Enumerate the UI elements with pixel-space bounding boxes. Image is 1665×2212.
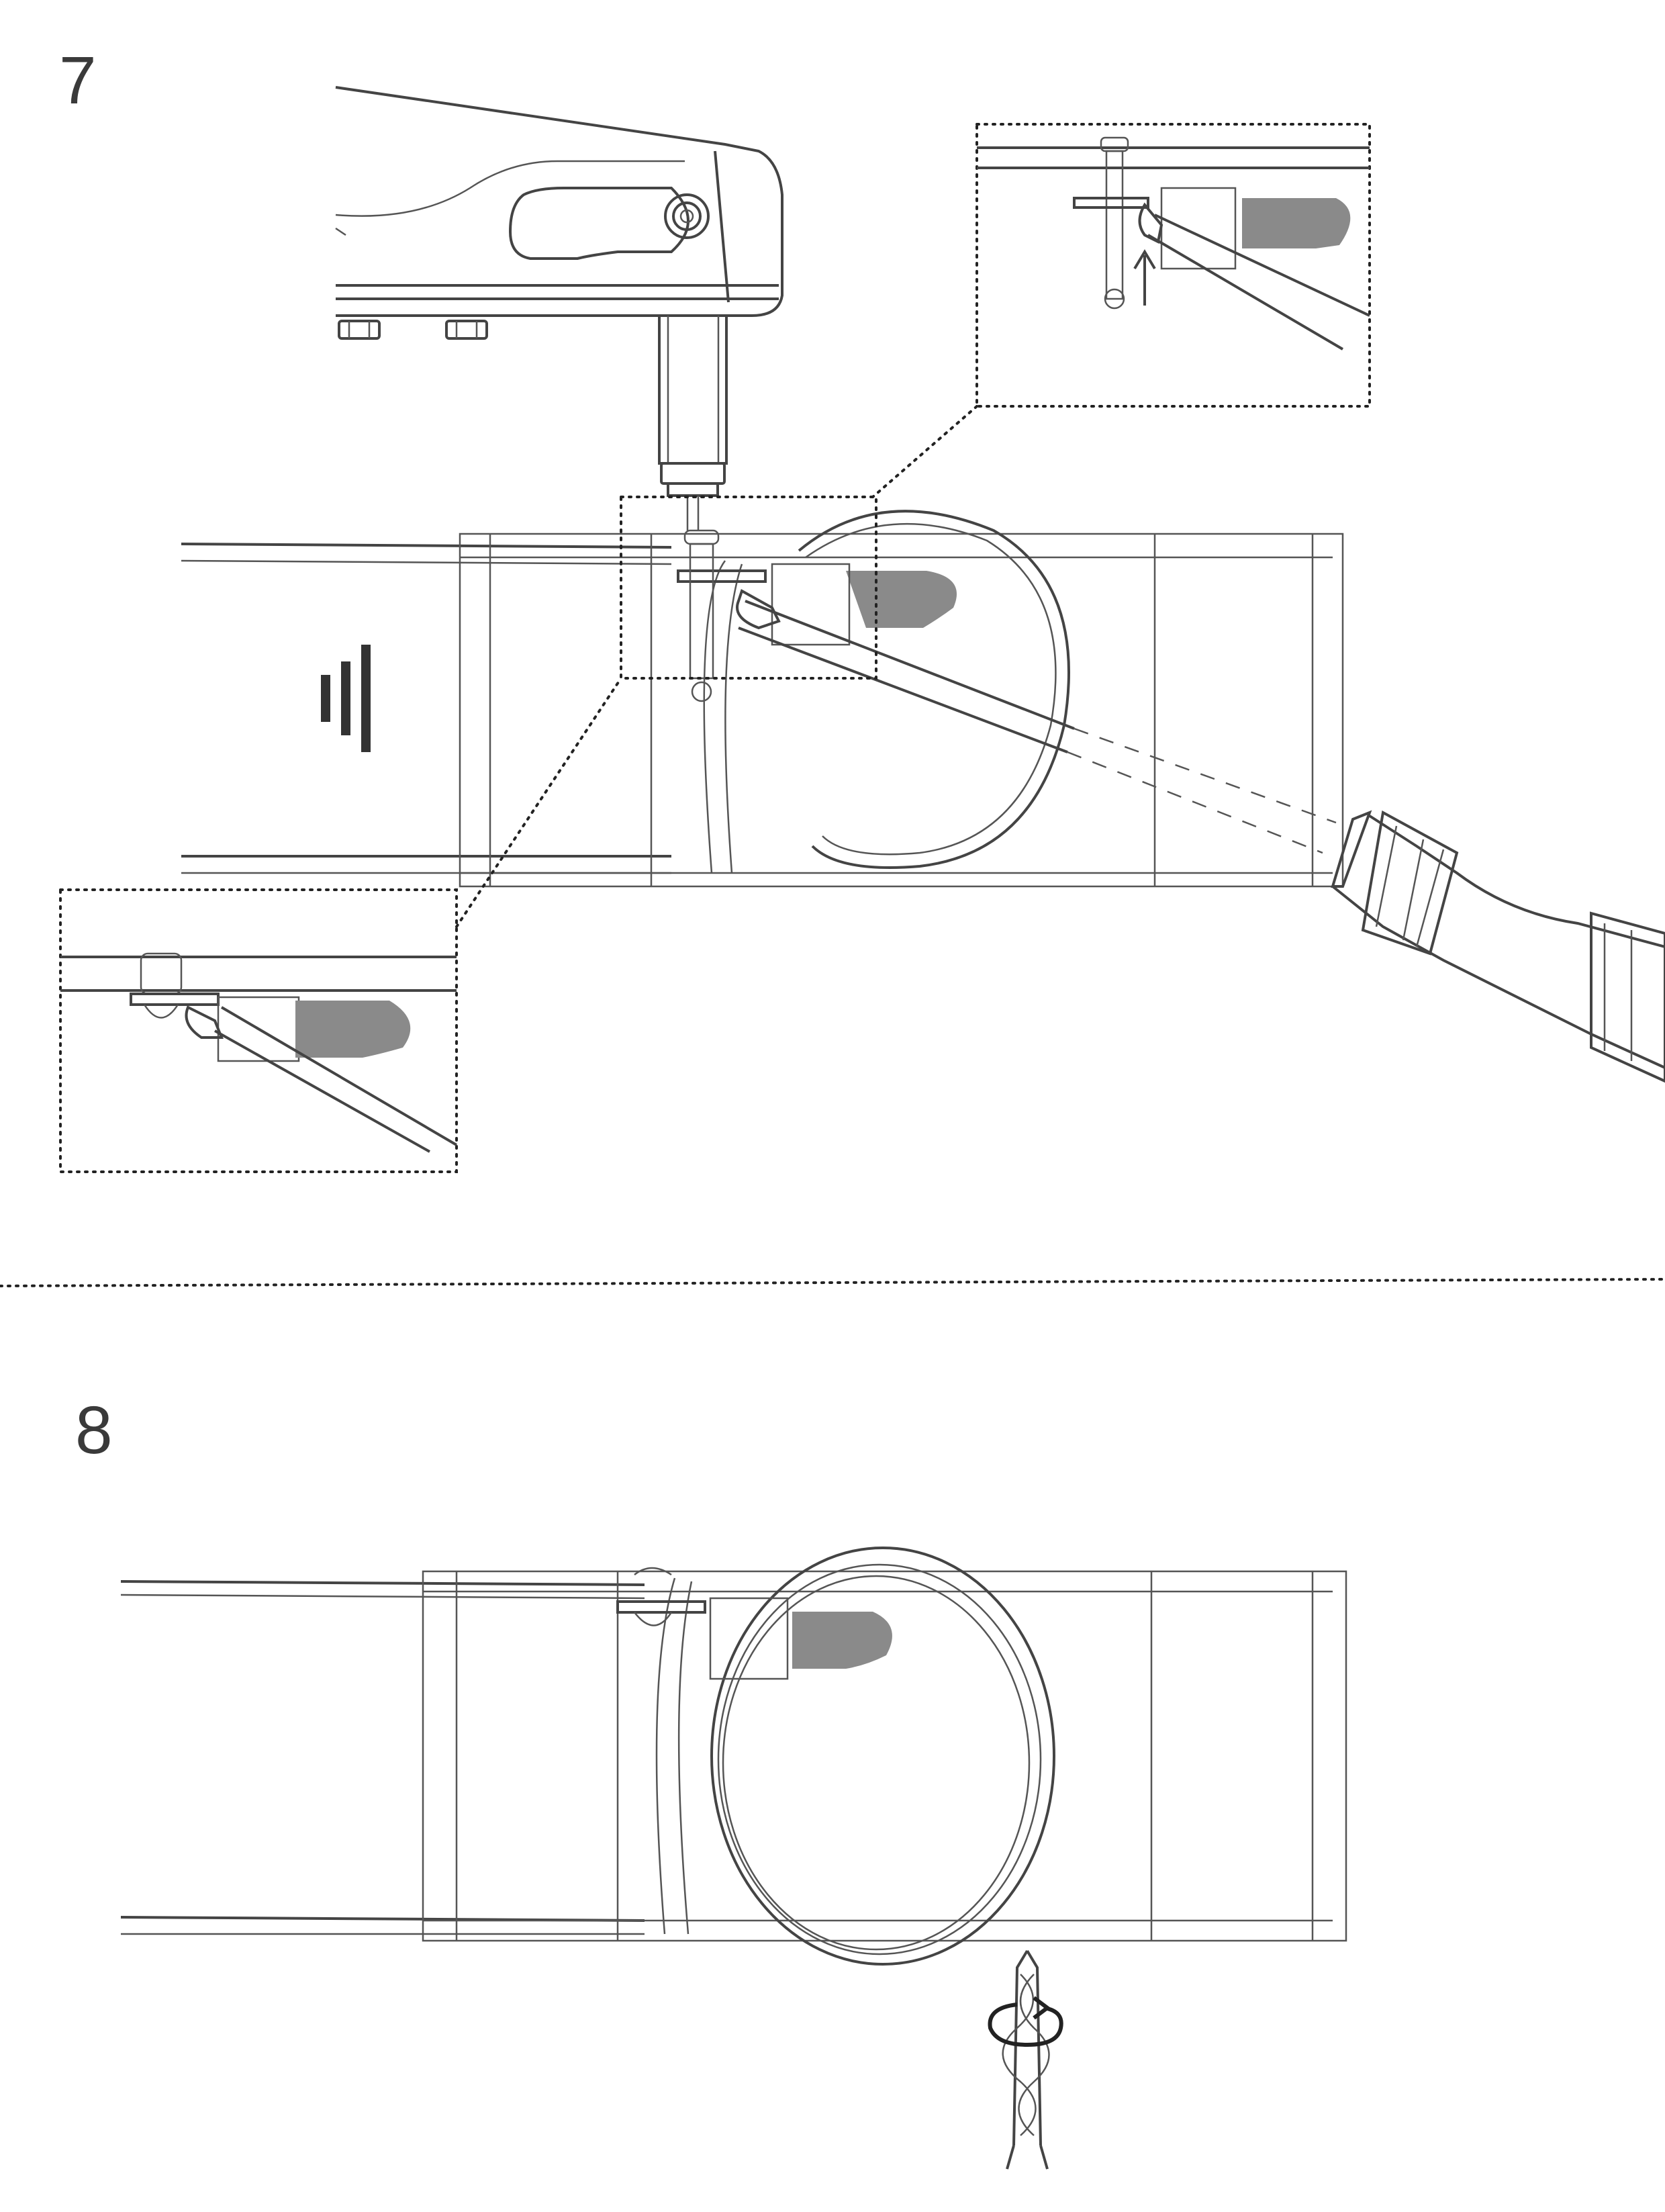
- duct-assembly-step7: [181, 510, 1344, 888]
- click-sound-icon: [321, 645, 371, 752]
- step-8-illustration: [120, 1547, 1347, 2170]
- rivet-gun-icon: [335, 86, 783, 531]
- detail-view-top-right: [871, 123, 1371, 498]
- zoom-source-box: [620, 496, 877, 680]
- rotation-arrow-icon: [988, 1996, 1063, 2047]
- step-7-illustration: [59, 86, 1665, 1173]
- step-8-number: 8: [75, 1393, 113, 1468]
- step-separator: [0, 1278, 1665, 1287]
- arrow-up-icon: [1133, 249, 1156, 306]
- screwdriver-icon: [736, 589, 1665, 1083]
- step-7-number: 7: [59, 43, 97, 118]
- drill-bit-icon: [1002, 1949, 1050, 2170]
- detail-view-bottom-left: [59, 677, 622, 1173]
